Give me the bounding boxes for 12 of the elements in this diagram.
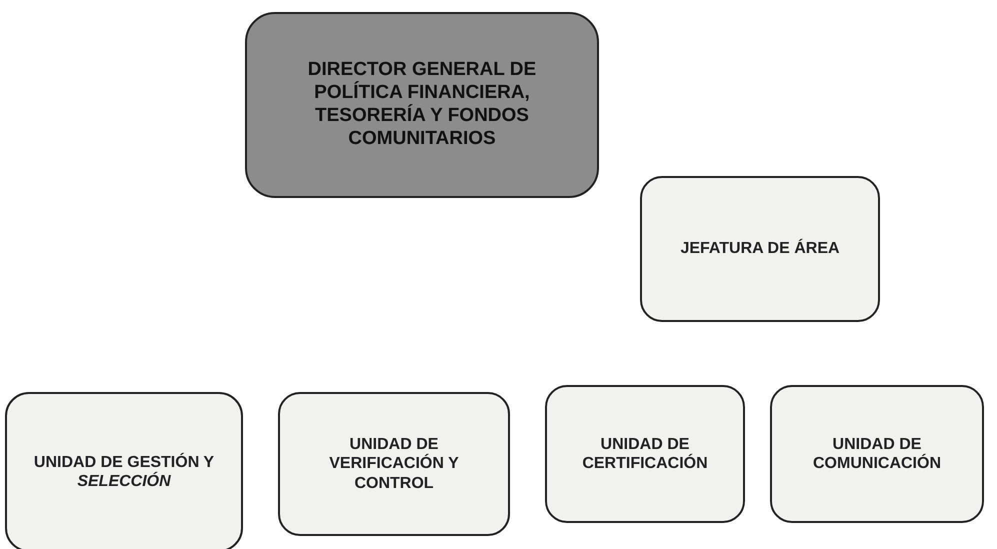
org-box [245, 12, 599, 198]
org-box [640, 176, 880, 322]
org-box [5, 392, 243, 549]
org-box [278, 392, 510, 536]
box-label: UNIDAD DE CERTIFICACIÓN [581, 434, 709, 474]
box-label: JEFATURA DE ÁREA [680, 239, 840, 259]
box-label: UNIDAD DE GESTIÓN Y SELECCIÓN [32, 452, 216, 492]
box-label: DIRECTOR GENERAL DE POLÍTICA FINANCIERA, TESORERÍA Y FONDOS COMUNITARIOS [306, 59, 538, 151]
box-label: UNIDAD DE VERIFICACIÓN Y CONTROL [328, 435, 460, 493]
org-box [545, 385, 745, 523]
box-label: UNIDAD DE COMUNICACIÓN [812, 434, 942, 474]
org-box [770, 385, 984, 523]
